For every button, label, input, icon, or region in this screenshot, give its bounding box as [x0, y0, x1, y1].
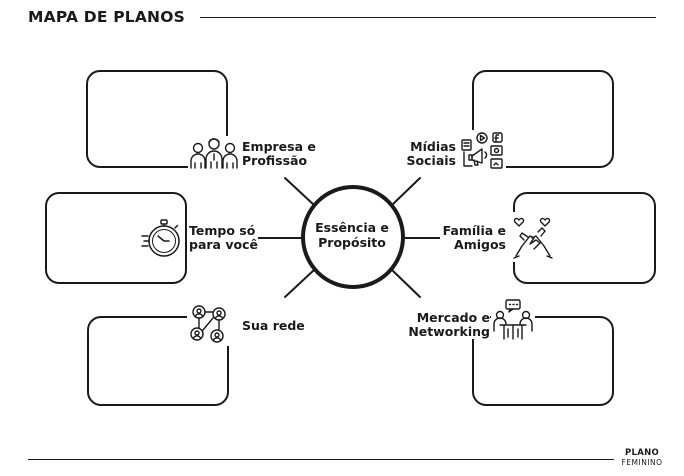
connector-mercado	[391, 269, 421, 298]
label-familia: Família e Amigos	[440, 224, 506, 252]
label-mercado: Mercado e Networking	[404, 311, 490, 339]
header-divider	[200, 17, 656, 19]
footer-divider	[28, 459, 614, 461]
center-circle	[301, 185, 405, 289]
meeting-table-icon	[491, 298, 535, 342]
network-people-icon	[187, 302, 231, 346]
label-empresa: Empresa e Profissão	[242, 139, 316, 168]
holding-hands-heart-icon	[510, 212, 556, 262]
connector-rede	[284, 269, 315, 298]
brand-name-top: PLANO	[624, 448, 660, 458]
connector-midias	[391, 177, 421, 206]
team-people-icon	[188, 136, 240, 172]
page-title: MAPA DE PLANOS	[28, 8, 185, 26]
connector-empresa	[284, 177, 315, 206]
label-tempo: Tempo só para você	[189, 223, 258, 252]
label-rede: Sua rede	[242, 318, 305, 333]
brand-name-bottom: FEMININO	[621, 458, 663, 467]
social-media-megaphone-icon	[460, 130, 506, 172]
stopwatch-icon	[140, 216, 184, 260]
brand-logo: PLANO FEMININO	[619, 448, 665, 468]
label-midias: Mídias Sociais	[404, 140, 456, 168]
center-label: Essência e Propósito	[315, 220, 389, 250]
